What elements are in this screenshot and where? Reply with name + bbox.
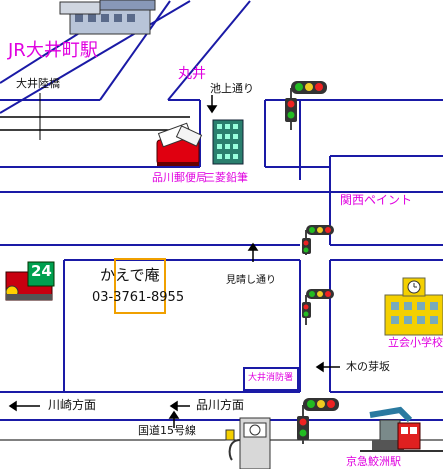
kansai-paint-label: 関西ペイント [340,193,413,207]
kawasaki-direction-label: 川崎方面 [48,398,97,412]
jr-station-icon [59,0,156,35]
ooi-bridge-label: 大井陸橋 [16,77,60,90]
fire-station-label: 大井消防署 [248,373,294,383]
post-office-icon [156,122,203,166]
direction-arrows [8,95,340,428]
ikegami-dori-label: 池上通り [210,82,254,95]
road-diag-2 [167,0,251,101]
jr-station-label: JR大井町駅 [8,40,98,61]
shop-phone-label: 03-3761-8955 [92,290,185,305]
road-diag-1 [99,0,171,101]
shinagawa-direction-label: 品川方面 [196,398,245,412]
shop-highlight-box [114,258,166,314]
kinomebuzaka-label: 木の芽坂 [346,360,390,373]
roads [0,0,443,441]
store-24-label: 24 [31,262,52,280]
marui-label: 丸井 [178,66,206,82]
shop-name-label: かえで庵 [100,266,160,284]
keikyu-station-label: 京急鮫洲駅 [346,455,401,468]
keikyu-station-icon [360,406,443,452]
traffic-light-3-icon [302,289,334,325]
gas-pump-icon [225,417,271,469]
miharashi-dori-label: 見晴し通り [226,275,276,286]
route15-label: 国道15号線 [138,424,196,437]
traffic-light-2-icon [302,225,334,255]
mitsubishi-label: 三菱鉛筆 [204,171,248,184]
traffic-light-1-icon [285,81,327,130]
rail-line-2 [0,0,191,114]
mitsubishi-building-icon [212,119,244,165]
convenience-store-icon [5,261,55,301]
school-label: 立会小学校 [388,336,443,349]
post-office-label: 品川郵便局 [152,171,207,184]
traffic-light-4-icon [297,398,339,444]
school-icon [384,277,443,336]
fire-station-box [243,367,299,391]
